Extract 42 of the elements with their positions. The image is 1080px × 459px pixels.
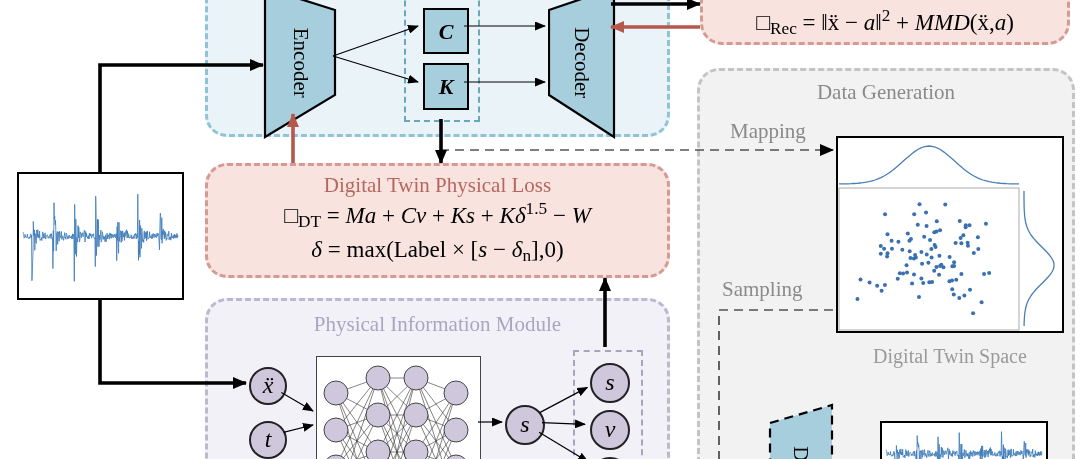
plot-caption: Digital Twin Space bbox=[872, 344, 1028, 370]
arrow bbox=[332, 25, 419, 57]
arrow bbox=[539, 386, 589, 414]
arrow bbox=[435, 119, 447, 164]
formula: □$_{DT}$ = Ma + Cv + Ks + Kδ$^{1.5}$ − W bbox=[284, 200, 591, 232]
arrow bbox=[541, 419, 586, 429]
node-label: Decoder bbox=[569, 27, 596, 99]
formula: δ = max(Label × [s − δ$_{n}$],0) bbox=[311, 236, 564, 266]
node-label: K bbox=[438, 73, 454, 101]
dashed-group-box bbox=[404, 0, 480, 122]
arrow bbox=[287, 113, 299, 163]
panel-title: Data Generation bbox=[816, 79, 956, 105]
arrow bbox=[599, 277, 611, 347]
node-label: Encoder bbox=[287, 28, 314, 98]
latent-box bbox=[423, 63, 469, 110]
panel-title: Digital Twin Physical Loss bbox=[323, 172, 552, 198]
dashed-group-box bbox=[573, 350, 643, 459]
arrow bbox=[98, 59, 264, 172]
connector-line bbox=[718, 309, 834, 459]
formula: □$_{Rec}$ = ‖ẍ − a‖$^{2}$ + MMD(ẍ,a) bbox=[756, 7, 1014, 39]
arrow bbox=[280, 392, 314, 412]
group-panel bbox=[697, 68, 1075, 459]
arrow bbox=[610, 21, 700, 33]
node-label: C bbox=[438, 17, 454, 46]
group-panel bbox=[205, 0, 670, 137]
arrow bbox=[332, 55, 419, 84]
node-label: v bbox=[604, 417, 616, 443]
arrow bbox=[282, 423, 314, 433]
node-label: s bbox=[605, 370, 615, 396]
node-label: ẍ bbox=[262, 373, 274, 399]
arrow bbox=[98, 300, 247, 389]
arrow bbox=[477, 417, 503, 427]
group-panel bbox=[205, 298, 670, 459]
node-label: s bbox=[520, 412, 530, 438]
latent-box bbox=[423, 8, 469, 54]
arrow bbox=[611, 0, 701, 10]
arrow bbox=[538, 431, 589, 459]
group-panel bbox=[205, 163, 670, 278]
arrow bbox=[463, 77, 546, 87]
node-label: t bbox=[264, 427, 272, 453]
arrow bbox=[463, 21, 546, 31]
panel-title: Physical Information Module bbox=[313, 311, 562, 337]
